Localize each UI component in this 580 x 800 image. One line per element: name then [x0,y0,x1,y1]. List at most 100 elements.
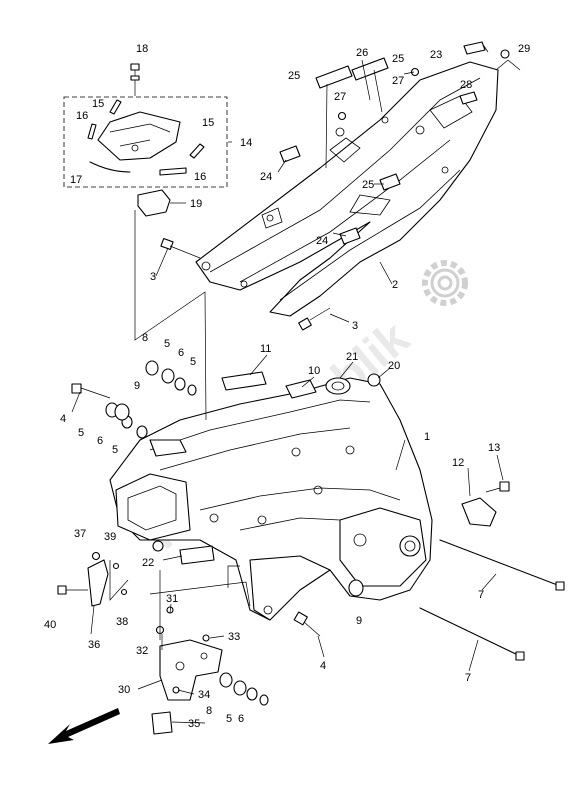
main-frame [109,377,433,621]
long-bolt-7b [419,607,525,661]
callout-3a: 3 [150,271,156,283]
callout-19: 19 [190,198,202,210]
callout-32: 32 [136,645,148,657]
rubber-damper-15a [109,99,122,115]
callout-4a: 4 [60,413,66,425]
callout-35: 35 [188,718,200,730]
clip-39 [112,562,120,570]
callout-36: 36 [88,639,100,651]
bolt-4a [71,383,111,399]
callout-29: 29 [518,43,530,55]
callout-3b: 3 [352,320,358,332]
bolt-4b [293,611,321,637]
callout-labels: 1 2 3 3 4 4 5 5 5 5 5 6 6 6 7 7 8 8 9 9 … [44,43,530,730]
long-bolt-7a [439,539,565,591]
front-direction-arrow-icon [48,708,120,744]
callout-37: 37 [74,528,86,540]
callout-15a: 15 [92,98,104,110]
callout-27a: 27 [392,75,404,87]
nut-37 [91,551,101,561]
callout-5e: 5 [226,713,232,725]
callout-7b: 7 [465,672,471,684]
callout-17: 17 [70,174,82,186]
cover-10 [285,379,317,399]
pad-28 [459,91,478,105]
nut-33 [202,634,210,642]
callout-9b: 9 [356,615,362,627]
holder-19 [137,189,171,217]
nut-9a [114,403,130,421]
rear-frame [195,61,499,317]
inset-box [63,96,228,188]
callout-5a: 5 [78,427,84,439]
rubber-damper-16a [87,123,97,140]
spacer-5e [233,680,247,696]
bolt-3a [160,237,201,259]
bolt-13 [485,481,510,493]
callout-15b: 15 [202,117,214,129]
callout-39: 39 [104,531,116,543]
callout-24a: 24 [260,171,272,183]
bracket-30 [159,639,223,701]
callout-1: 1 [424,431,430,443]
bolt-3b [298,307,331,331]
callout-12: 12 [452,457,464,469]
grommet-21 [325,377,351,395]
callout-25b: 25 [362,179,374,191]
bolt-5b [136,425,148,439]
callout-6b: 6 [178,347,184,359]
gear-icon [422,260,468,306]
callout-10: 10 [308,365,320,377]
band-17 [89,161,131,173]
seat-lock-bracket [97,111,181,161]
callout-16b: 16 [194,171,206,183]
callout-5d: 5 [190,356,196,368]
bolt-5f [259,694,269,706]
callout-30: 30 [118,684,130,696]
collar-38 [120,588,128,596]
callout-38: 38 [116,616,128,628]
rubber-damper-15b [189,143,205,159]
callout-40: 40 [44,619,56,631]
collar-6b [174,377,186,391]
callout-21: 21 [346,351,358,363]
callout-28: 28 [460,79,472,91]
pad-26 [351,57,389,81]
pad-25b [379,173,401,191]
band-11 [221,371,267,391]
callout-33: 33 [228,631,240,643]
callout-9a: 9 [134,380,140,392]
callout-14: 14 [240,137,252,149]
collar-6c [246,687,258,701]
spacer-5c [161,368,175,384]
plate-22 [179,545,215,565]
callout-6a: 6 [97,435,103,447]
callout-25c: 25 [392,53,404,65]
pad-24a [279,145,301,163]
callout-2: 2 [392,279,398,291]
callout-8b: 8 [206,705,212,717]
pad-23 [463,41,486,55]
spacer-8b [219,672,233,688]
nut-20 [367,373,381,387]
callout-20: 20 [388,360,400,372]
nut-29 [500,49,510,59]
callout-6c: 6 [238,713,244,725]
callout-31: 31 [166,593,178,605]
bolt-40 [57,585,88,595]
nut-9b [348,579,364,597]
callout-25a: 25 [288,70,300,82]
pad-24b [339,227,361,245]
callout-34: 34 [198,689,210,701]
callout-11: 11 [260,343,271,355]
callout-18: 18 [136,43,148,55]
callout-27b: 27 [334,91,346,103]
callout-4b: 4 [320,660,326,672]
bolt-18 [130,63,140,96]
collar-27a [410,67,420,77]
callout-8a: 8 [142,332,148,344]
rubber-damper-16b [159,167,187,176]
callout-23: 23 [430,49,442,61]
